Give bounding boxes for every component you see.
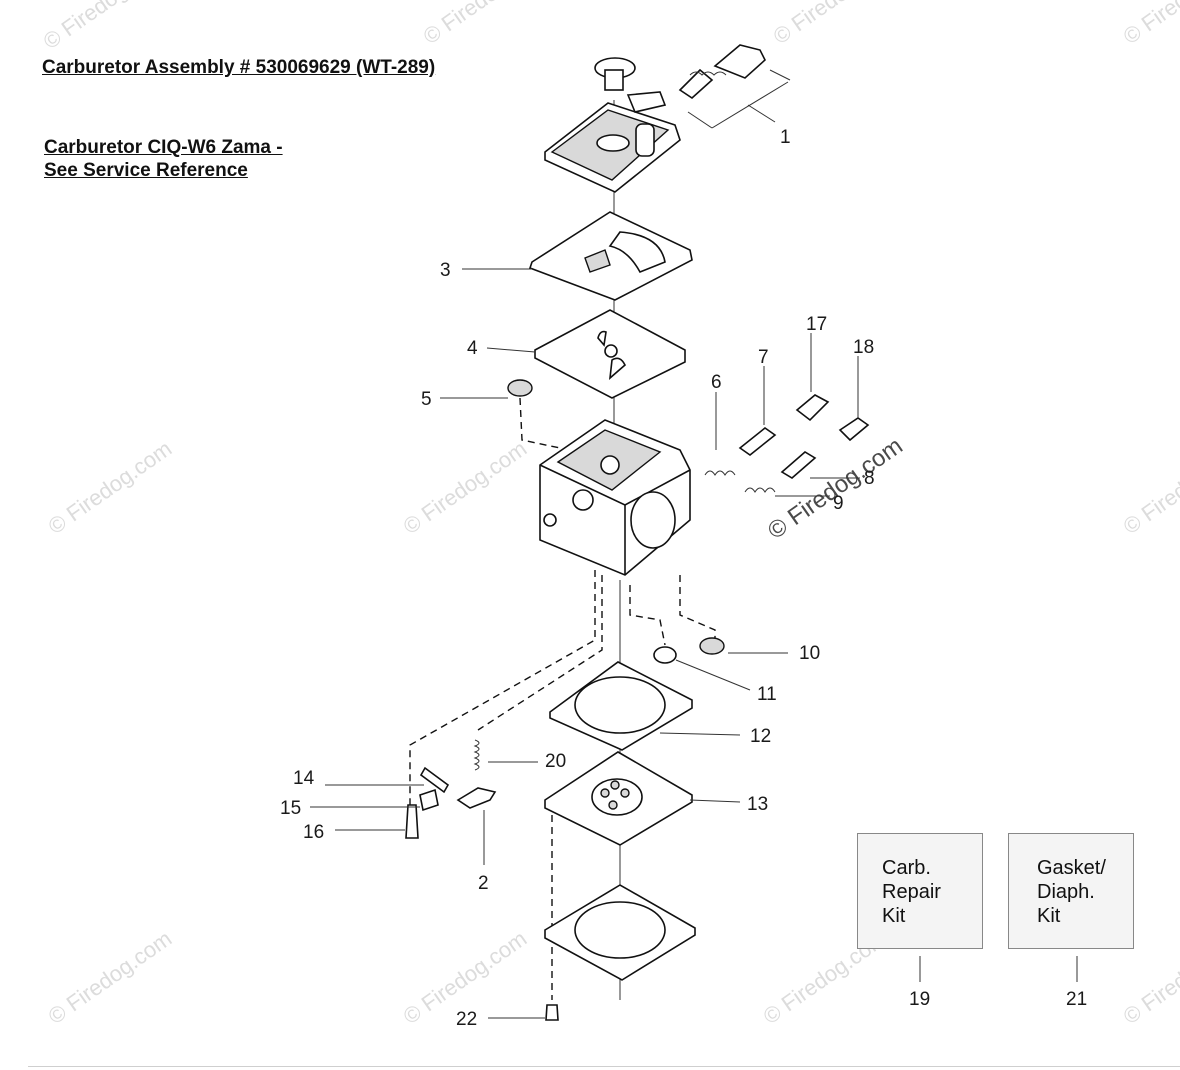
callout-7: 7 <box>758 347 769 368</box>
callout-5: 5 <box>421 389 432 410</box>
low-speed-needle-8 <box>780 451 817 479</box>
bottom-divider <box>28 1066 1180 1067</box>
callout-8: 8 <box>864 468 875 489</box>
dash-line-d <box>679 575 716 640</box>
watermark: © Firedog.com <box>1119 0 1180 49</box>
kit-label-line: Repair <box>882 881 941 903</box>
callout-10: 10 <box>799 643 820 664</box>
metering-cover <box>544 884 696 981</box>
callout-6: 6 <box>711 372 722 393</box>
callout-17: 17 <box>806 314 827 335</box>
carburetor-subtitle-line2: See Service Reference <box>44 160 248 181</box>
carburetor-subtitle-line1: Carburetor CIQ-W6 Zama - <box>44 137 283 158</box>
inlet-needle-16 <box>405 804 419 839</box>
callout-12: 12 <box>750 726 771 747</box>
dash-line-a <box>409 570 596 800</box>
cover-screw-part <box>594 57 636 91</box>
watermark: © Firedog.com <box>1119 436 1180 539</box>
watermark-center: © Firedog.com <box>763 432 908 545</box>
callout-13: 13 <box>747 794 768 815</box>
assembly-title: Carburetor Assembly # 530069629 (WT-289) <box>42 57 436 78</box>
callout-1: 1 <box>780 127 791 148</box>
callout-4: 4 <box>467 338 478 359</box>
dash-line-c <box>629 585 666 646</box>
watermark: © Firedog.com <box>419 0 552 49</box>
lever-spring-20 <box>473 739 480 771</box>
kit-label-line: Kit <box>882 905 906 927</box>
kit-label-line: Diaph. <box>1037 881 1095 903</box>
watermark: © Firedog.com <box>44 436 177 539</box>
dash-line-b <box>477 575 603 731</box>
needle-spring-6 <box>704 470 736 476</box>
kit-label-line: Kit <box>1037 905 1061 927</box>
callout-20: 20 <box>545 751 566 772</box>
limiter-cap-18 <box>838 417 870 442</box>
inlet-screen-part <box>507 379 533 397</box>
callout-2: 2 <box>478 873 489 894</box>
carb-repair-kit-box: Carb. Repair Kit <box>857 833 983 949</box>
limiter-cap-17 <box>795 394 830 422</box>
callout-18: 18 <box>853 337 874 358</box>
metering-lever-2 <box>456 787 497 809</box>
watermark: © Firedog.com <box>44 926 177 1029</box>
callout-14: 14 <box>293 768 315 789</box>
carburetor-body-part <box>539 419 691 576</box>
inlet-needle-part <box>678 44 766 100</box>
callout-22: 22 <box>456 1009 477 1030</box>
needle-spring-9 <box>744 487 776 493</box>
callout-15: 15 <box>280 798 301 819</box>
check-valve-screen-10 <box>699 637 725 655</box>
kit-number-21: 21 <box>1066 989 1087 1010</box>
callout-9: 9 <box>833 493 844 514</box>
watermark: © Firedog.com <box>39 0 172 54</box>
metering-gasket-12 <box>549 661 693 751</box>
gasket-diaphragm-kit-box: Gasket/ Diaph. Kit <box>1008 833 1134 949</box>
cover-screw-22 <box>545 1004 559 1021</box>
kit-number-19: 19 <box>909 989 930 1010</box>
callout-11: 11 <box>757 684 777 705</box>
callout-3: 3 <box>440 260 451 281</box>
kit-label-line: Gasket/ <box>1037 857 1106 879</box>
pump-diaphragm-part <box>534 309 686 399</box>
high-speed-needle-7 <box>738 427 777 456</box>
check-valve-11 <box>653 646 677 664</box>
watermark: © Firedog.com <box>769 0 902 49</box>
pump-cover-part <box>544 91 681 193</box>
metering-diaphragm-13 <box>544 751 693 846</box>
pump-gasket-part <box>528 211 693 301</box>
watermark: © Firedog.com <box>399 436 532 539</box>
callout-16: 16 <box>303 822 324 843</box>
metering-lever-pin-14 <box>419 766 450 794</box>
screen-dash-line <box>519 397 561 449</box>
lever-screw-15 <box>419 788 439 812</box>
kit-label-line: Carb. <box>882 857 931 879</box>
